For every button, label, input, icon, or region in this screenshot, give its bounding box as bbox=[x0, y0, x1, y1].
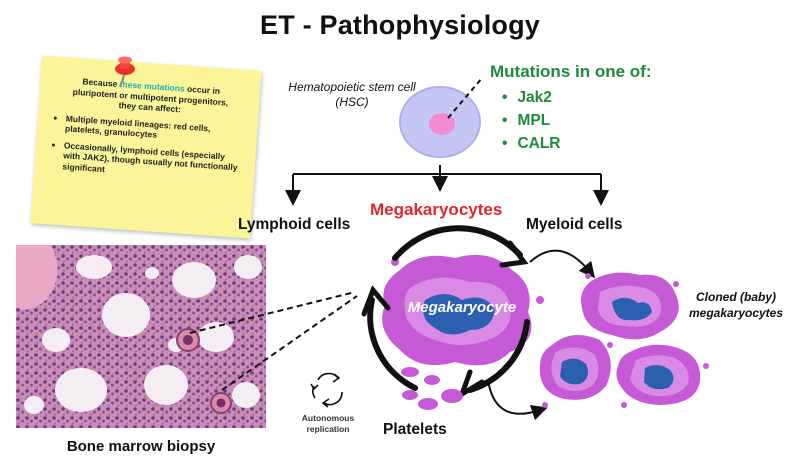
lineage-tree bbox=[285, 165, 609, 206]
biopsy-callout-lines bbox=[189, 291, 358, 391]
mutation-item: MPL bbox=[502, 109, 561, 132]
platelets-group bbox=[402, 389, 463, 410]
mutations-title: Mutations in one of: bbox=[490, 62, 652, 81]
mutations-list: Jak2 MPL CALR bbox=[502, 86, 561, 155]
hsc-label: Hematopoietic stem cell (HSC) bbox=[288, 80, 416, 109]
clone-arrows bbox=[487, 249, 596, 421]
pushpin-icon bbox=[115, 56, 135, 88]
cycle-arrows-icon bbox=[310, 372, 343, 408]
replication-cycle-arrows bbox=[361, 225, 530, 400]
platelets-label: Platelets bbox=[383, 421, 447, 438]
megakaryocytes-label: Megakaryocytes bbox=[370, 200, 503, 219]
mutation-item: CALR bbox=[502, 132, 560, 155]
mutation-item: Jak2 bbox=[502, 86, 561, 109]
lymphoid-cells-label: Lymphoid cells bbox=[238, 216, 351, 233]
cloned-megakaryocyte bbox=[616, 344, 709, 408]
page-title: ET - Pathophysiology bbox=[259, 10, 540, 40]
cloned-megakaryocyte bbox=[581, 272, 679, 340]
hsc-cell bbox=[399, 77, 483, 158]
cloned-megakaryocytes-label: Cloned (baby) megakaryocytes bbox=[688, 290, 784, 320]
myeloid-cells-label: Myeloid cells bbox=[526, 216, 623, 233]
autonomous-replication-label: Autonomous replication bbox=[301, 413, 355, 434]
biopsy-label: Bone marrow biopsy bbox=[66, 438, 216, 455]
megakaryocyte-cell bbox=[382, 254, 544, 385]
bone-marrow-biopsy-image bbox=[16, 245, 266, 428]
cloned-megakaryocyte bbox=[539, 335, 613, 408]
megakaryocyte-label: Megakaryocyte bbox=[407, 299, 517, 316]
